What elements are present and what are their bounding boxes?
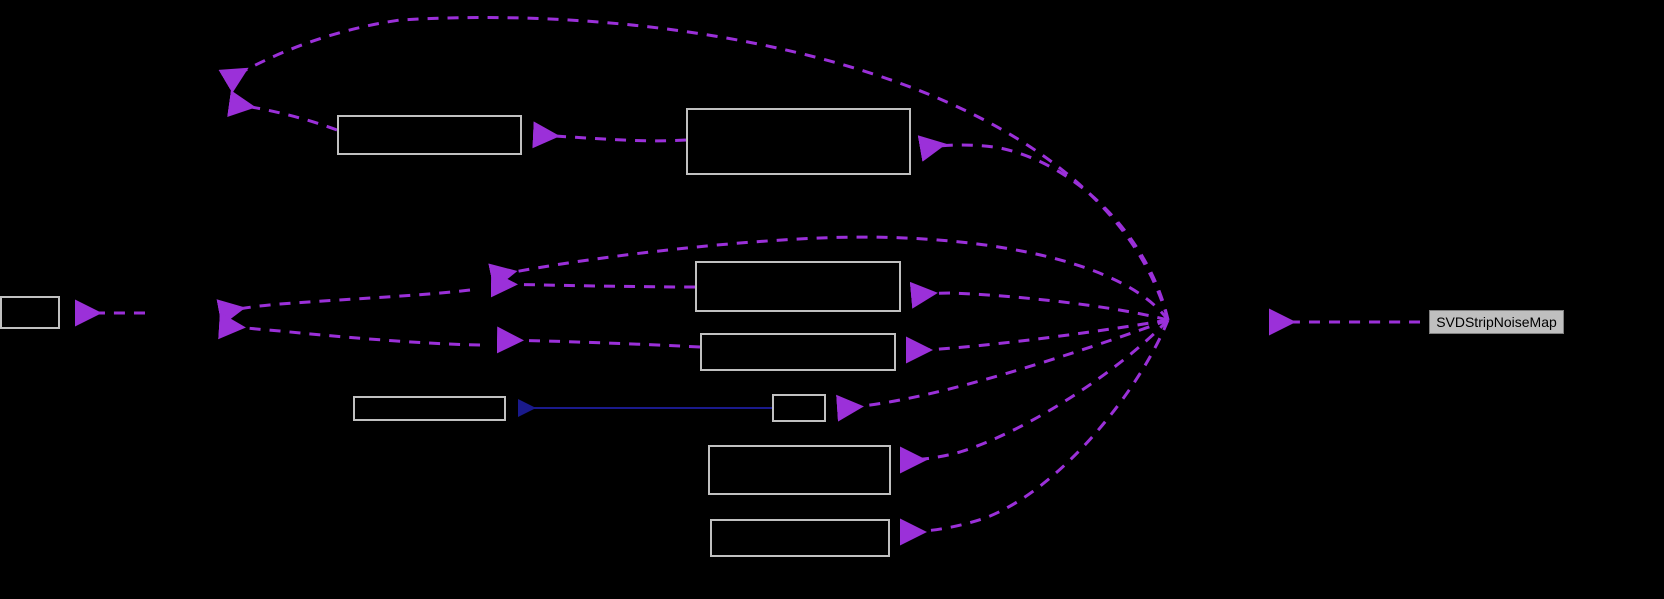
graph-node-upper-center[interactable] [686, 108, 911, 175]
edge-focus-to-node8 [899, 318, 1170, 474]
graph-node-lower-left[interactable] [353, 396, 506, 421]
edge-node2-to-left-upper [227, 90, 338, 132]
graph-node-focus-svdstripnoisemap[interactable]: SVDStripNoiseMap [1429, 310, 1564, 334]
graph-node-small-center[interactable] [772, 394, 826, 422]
edge-node3-to-node2 [532, 121, 687, 149]
edge-to-farleft-lower [218, 312, 481, 347]
graph-node-mid-center-upper[interactable] [695, 261, 901, 312]
edge-focus-to-midleft-upper [488, 235, 1170, 321]
graph-node-mid-center-lower[interactable] [700, 333, 896, 371]
graph-node-upper-left[interactable] [337, 115, 522, 155]
edge-focus-to-node9 [899, 319, 1170, 546]
edge-node4-to-midleft-lower [490, 270, 696, 298]
graph-node-far-left[interactable] [0, 296, 60, 329]
graph-node-bottom-center-upper[interactable] [708, 445, 891, 495]
edge-focus-to-node7 [836, 318, 1169, 422]
edge-focus-to-node2-outer [218, 16, 1170, 321]
edge-focus-to-node4 [909, 281, 1169, 322]
edge-node5-to-midleft [496, 326, 701, 354]
graph-node-bottom-center-lower[interactable] [710, 519, 890, 557]
graph-node-label: SVDStripNoiseMap [1436, 314, 1557, 330]
edge-focus-to-node3 [917, 135, 1170, 321]
edge-to-farleft-upper [216, 288, 471, 326]
edge-focus-to-node5 [905, 318, 1169, 364]
